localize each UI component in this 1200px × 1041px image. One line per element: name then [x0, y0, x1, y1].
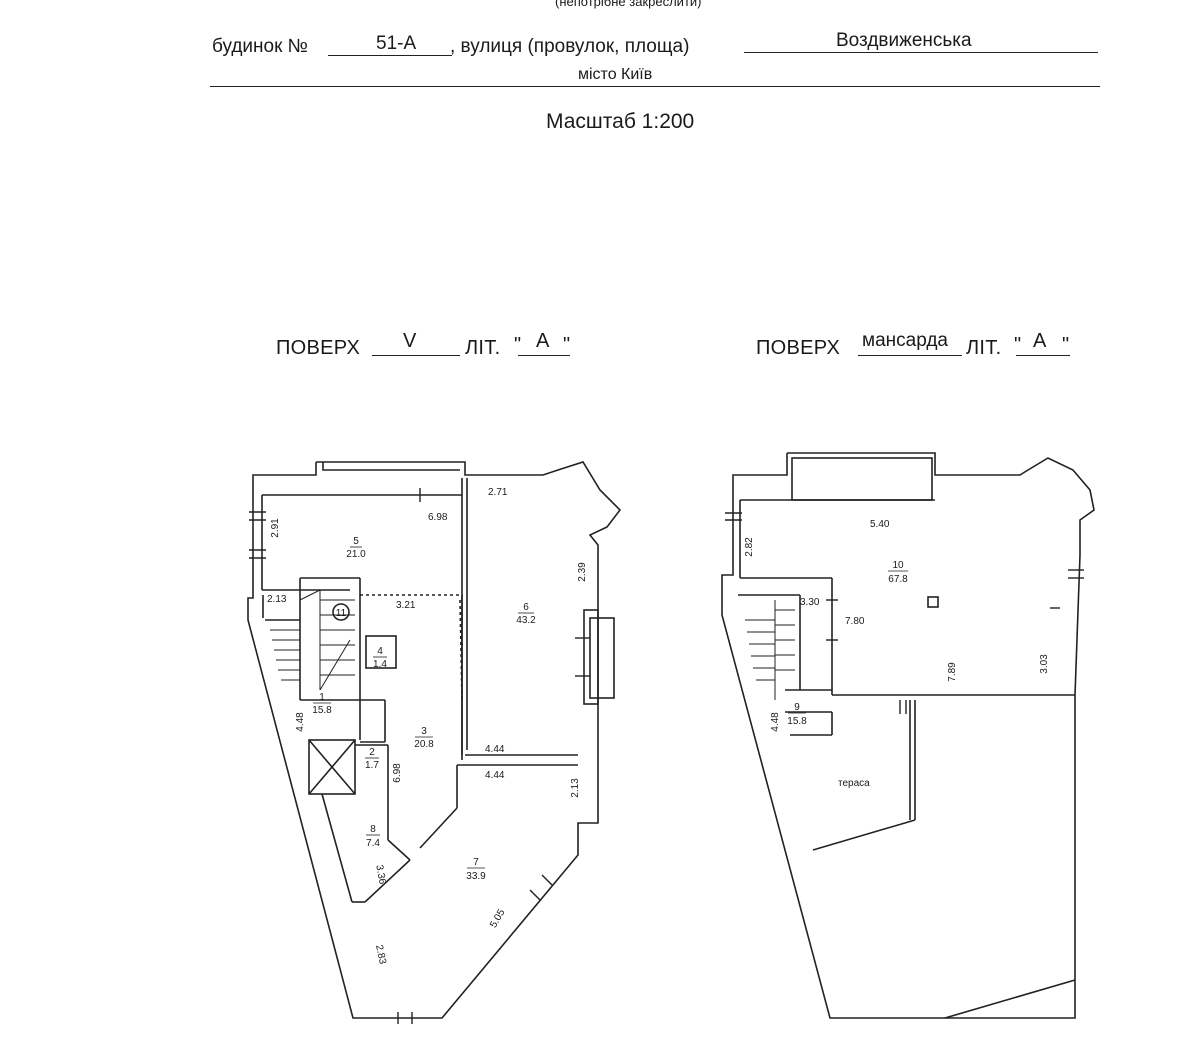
room-10-area: 67.8 — [888, 574, 908, 585]
room-6-area: 43.2 — [516, 615, 536, 626]
right-room-labels: 10 67.8 9 15.8 тераса — [787, 560, 908, 789]
room-1-area: 15.8 — [312, 705, 332, 716]
dim-2-13-right: 2.13 — [570, 778, 581, 798]
terrace-label: тераса — [838, 778, 870, 789]
floor-right-lit-label: ЛІТ. — [966, 337, 1002, 359]
house-label: будинок № — [212, 36, 309, 57]
floor-right-value: мансарда — [862, 330, 948, 351]
room-5-area: 21.0 — [346, 549, 366, 560]
room-10: 10 67.8 — [888, 560, 908, 585]
stair-marker-circle — [332, 603, 350, 621]
room-10-number: 10 — [892, 560, 904, 571]
room-4: 4 1.4 — [373, 646, 387, 670]
room-5: 5 21.0 — [346, 536, 366, 560]
floor-left-lit-underline — [518, 355, 570, 356]
room-6-number: 6 — [523, 602, 529, 613]
floor-left-lit-close: " — [563, 334, 571, 356]
room-7-number: 7 — [473, 857, 479, 868]
floor-right-label: ПОВЕРХ — [756, 337, 841, 359]
dim-2-83: 2.83 — [373, 944, 388, 966]
city: місто Київ — [578, 66, 653, 83]
room-3-area: 20.8 — [414, 739, 434, 750]
dim-4-48-left: 4.48 — [295, 712, 306, 732]
room-9-area: 15.8 — [787, 716, 807, 727]
top-note: (непотрібне закреслити) — [555, 0, 702, 9]
dim-4-44-b: 4.44 — [485, 770, 505, 781]
dim-2-82: 2.82 — [744, 537, 755, 557]
dim-6-98-mid: 6.98 — [392, 763, 403, 783]
dim-4-44-a: 4.44 — [485, 744, 505, 755]
room-5-number: 5 — [353, 536, 359, 547]
right-stairs — [745, 600, 795, 700]
floor-right-lit-open: " — [1014, 334, 1022, 356]
floor-left-lit-label: ЛІТ. — [465, 337, 501, 359]
room-1: 1 15.8 — [312, 692, 332, 716]
floor-right-lit-close: " — [1062, 334, 1070, 356]
floor-left-lit-value: А — [536, 330, 550, 352]
right-plan-walls — [721, 452, 1095, 1019]
room-1-number: 1 — [319, 692, 325, 703]
room-4-number: 4 — [377, 646, 383, 657]
floor-right-lit-underline — [1016, 355, 1070, 356]
header-rule — [210, 86, 1100, 87]
dim-6-98-top: 6.98 — [428, 512, 448, 523]
dim-3-36: 3.36 — [373, 864, 387, 886]
room-3-number: 3 — [421, 726, 427, 737]
dim-7-89: 7.89 — [947, 662, 958, 682]
room-2: 2 1.7 — [365, 747, 379, 771]
room-7: 7 33.9 — [466, 857, 486, 882]
floor-left-value: V — [403, 330, 417, 352]
room-3: 3 20.8 — [414, 726, 434, 750]
room-2-area: 1.7 — [365, 760, 379, 771]
room-6: 6 43.2 — [516, 602, 536, 626]
dim-5-40: 5.40 — [870, 519, 890, 530]
dim-4-48-right: 4.48 — [770, 712, 781, 732]
street-value: Воздвиженська — [836, 30, 972, 51]
floor-right-lit-value: А — [1033, 330, 1047, 352]
room-8: 8 7.4 — [366, 824, 380, 849]
stair-marker: 11 — [336, 608, 347, 619]
room-9: 9 15.8 — [787, 702, 807, 727]
dim-7-80: 7.80 — [845, 616, 865, 627]
dim-2-39: 2.39 — [577, 562, 588, 582]
floor-left-lit-open: " — [514, 334, 522, 356]
left-plan-walls — [247, 461, 622, 1019]
street-label: , вулиця (провулок, площа) — [450, 36, 690, 57]
dim-3-03: 3.03 — [1039, 654, 1050, 674]
dim-2-71: 2.71 — [488, 487, 508, 498]
dim-5-05: 5.05 — [488, 907, 507, 930]
room-8-number: 8 — [370, 824, 376, 835]
room-8-area: 7.4 — [366, 838, 380, 849]
left-room-labels: 5 21.0 6 43.2 4 1.4 1 15.8 3 20.8 2 1.7 — [312, 536, 536, 882]
room-2-number: 2 — [369, 747, 375, 758]
floor-left-underline — [372, 355, 460, 356]
dim-2-13-left: 2.13 — [267, 594, 287, 605]
floor-right-underline — [858, 355, 962, 356]
left-plan-dashed — [360, 594, 463, 701]
dim-3-30: 3.30 — [800, 597, 820, 608]
street-underline — [744, 52, 1098, 53]
right-dimensions: 5.40 2.82 3.30 7.80 7.89 3.03 4.48 — [744, 519, 1050, 732]
room-9-number: 9 — [794, 702, 800, 713]
room-7-area: 33.9 — [466, 871, 486, 882]
house-number-underline — [328, 55, 452, 56]
dim-3-21: 3.21 — [396, 600, 416, 611]
left-dimensions: 2.71 6.98 2.91 2.39 2.13 3.21 4.48 4.44 … — [267, 487, 588, 966]
scale: Масштаб 1:200 — [546, 110, 695, 133]
window-ticks — [249, 488, 1084, 1024]
house-number: 51-А — [376, 33, 417, 54]
room-4-area: 1.4 — [373, 659, 387, 670]
floor-left-label: ПОВЕРХ — [276, 337, 361, 359]
left-stairs — [270, 589, 355, 691]
dim-2-91: 2.91 — [270, 518, 281, 538]
